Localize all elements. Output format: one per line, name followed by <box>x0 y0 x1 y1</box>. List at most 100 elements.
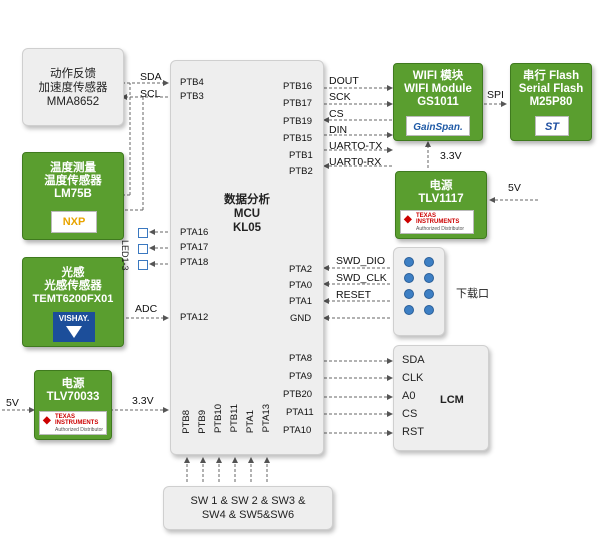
signal-dout: DOUT <box>329 75 359 87</box>
switches-block: SW 1 & SW 2 & SW3 & SW4 & SW5&SW6 <box>163 486 333 530</box>
light-line1: 光感 <box>61 267 85 279</box>
light-sensor-block: 光感 光感传感器 TEMT6200FX01 VISHAY. <box>22 257 124 347</box>
temp-line1: 温度测量 <box>50 162 96 174</box>
pin-pta9: PTA9 <box>289 371 313 382</box>
signal-scl: SCL <box>140 88 161 100</box>
pin-ptb11: PTB11 <box>229 404 240 433</box>
signal-din: DIN <box>329 124 348 136</box>
pin-dot <box>404 257 414 267</box>
mcu-title-line3: KL05 <box>232 222 262 234</box>
power-left-line1: 电源 <box>61 378 85 390</box>
pin-dot <box>404 273 414 283</box>
led-label: LED1-3 <box>120 240 130 271</box>
switches-line2: SW4 & SW5&SW6 <box>201 509 295 521</box>
signal-sda: SDA <box>140 71 162 83</box>
nxp-logo-icon: NXP <box>51 211 97 233</box>
wifi-line3: GS1011 <box>417 96 459 108</box>
pin-ptb4: PTB4 <box>180 77 204 88</box>
mcu-title-line2: MCU <box>233 208 261 220</box>
power-left-line2: TLV70033 <box>46 391 100 403</box>
st-logo-icon: ST <box>535 116 569 136</box>
power-tlv70033-block: 电源 TLV70033 ◆ TEXAS INSTRUMENTS Authoriz… <box>34 370 112 440</box>
pin-pta11: PTA11 <box>286 407 314 418</box>
vishay-logo-icon: VISHAY. <box>53 312 95 342</box>
accel-line1: 动作反馈 <box>50 68 96 80</box>
pin-ptb8: PTB8 <box>181 410 192 434</box>
signal-3v3-right: 3.3V <box>440 150 462 162</box>
download-port-label: 下载口 <box>456 288 489 300</box>
serial-flash-block: 串行 Flash Serial Flash M25P80 ST <box>510 63 592 141</box>
power-right-line1: 电源 <box>429 180 453 192</box>
power-right-line2: TLV1117 <box>418 193 464 205</box>
mcu-title-line1: 数据分析 <box>224 194 270 206</box>
flash-line2: Serial Flash <box>518 83 584 95</box>
accelerometer-block: 动作反馈 加速度传感器 MMA8652 <box>22 48 124 126</box>
pin-ptb15: PTB15 <box>283 133 313 144</box>
pin-dot <box>424 273 434 283</box>
switches-line1: SW 1 & SW 2 & SW3 & <box>190 495 306 507</box>
lcm-block: SDA CLK A0 CS RST LCM <box>393 345 489 451</box>
accel-line2: 加速度传感器 <box>38 82 108 94</box>
signal-uarto-tx: UARTO-TX <box>329 140 383 152</box>
pin-dot <box>424 257 434 267</box>
pin-pta17: PTA17 <box>180 242 209 253</box>
lcm-pin-rst: RST <box>402 426 424 438</box>
temperature-sensor-block: 温度测量 温度传感器 LM75B NXP <box>22 152 124 240</box>
pin-gnd: GND <box>290 313 312 324</box>
pin-ptb9: PTB9 <box>197 410 208 434</box>
wifi-line2: WIFI Module <box>404 83 472 95</box>
pin-dot <box>404 305 414 315</box>
lcm-pin-clk: CLK <box>402 372 424 384</box>
gainspan-logo-icon: GainSpan. <box>406 116 470 136</box>
signal-5v-left: 5V <box>6 397 19 409</box>
signal-swd-clk: SWD_CLK <box>336 272 387 284</box>
pin-pta18: PTA18 <box>180 257 209 268</box>
led-3 <box>138 260 148 270</box>
pin-ptb20: PTB20 <box>283 389 313 400</box>
download-port-block <box>393 247 445 336</box>
pin-pta0: PTA0 <box>289 280 313 291</box>
signal-swd-dio: SWD_DIO <box>336 255 386 267</box>
signal-reset: RESET <box>336 289 372 301</box>
power-tlv1117-block: 电源 TLV1117 ◆ TEXAS INSTRUMENTS Authorize… <box>395 171 487 239</box>
accel-line3: MMA8652 <box>46 96 100 108</box>
pin-dot <box>424 305 434 315</box>
signal-uart0-rx: UART0-RX <box>329 156 382 168</box>
pin-ptb16: PTB16 <box>283 81 313 92</box>
pin-pta2: PTA2 <box>289 264 313 275</box>
mcu-block: 数据分析 MCU KL05 <box>170 60 324 455</box>
signal-3v3-left: 3.3V <box>132 395 154 407</box>
flash-line1: 串行 Flash <box>522 70 580 82</box>
pin-pta1: PTA1 <box>289 296 313 307</box>
signal-adc: ADC <box>135 303 158 315</box>
lcm-title: LCM <box>440 394 464 406</box>
ti-logo-icon: ◆ TEXAS INSTRUMENTS Authorized Distribut… <box>39 411 107 435</box>
pin-pta12: PTA12 <box>180 312 209 323</box>
light-line2: 光感传感器 <box>44 280 102 292</box>
pin-ptb1: PTB1 <box>289 150 313 161</box>
lcm-pin-sda: SDA <box>402 354 425 366</box>
signal-sck: SCK <box>329 91 351 103</box>
ti-logo-icon: ◆ TEXAS INSTRUMENTS Authorized Distribut… <box>400 210 474 234</box>
pin-dot <box>424 289 434 299</box>
light-line3: TEMT6200FX01 <box>32 293 114 305</box>
temp-line2: 温度传感器 <box>44 175 102 187</box>
pin-ptb19: PTB19 <box>283 116 313 127</box>
flash-line3: M25P80 <box>529 96 573 108</box>
pin-pta13: PTA13 <box>261 404 272 433</box>
mcu-title: 数据分析 MCU KL05 <box>171 193 323 235</box>
lcm-pin-a0: A0 <box>402 390 416 402</box>
signal-spi: SPI <box>487 89 504 101</box>
signal-5v-right: 5V <box>508 182 521 194</box>
led-1 <box>138 228 148 238</box>
wifi-module-block: WIFI 模块 WIFI Module GS1011 GainSpan. <box>393 63 483 141</box>
pin-ptb10: PTB10 <box>213 404 224 434</box>
pin-pta16: PTA16 <box>180 227 209 238</box>
pin-pta1-bottom: PTA1 <box>245 410 256 434</box>
signal-cs: CS <box>329 108 344 120</box>
pin-ptb17: PTB17 <box>283 98 313 109</box>
lcm-pin-cs: CS <box>402 408 418 420</box>
pin-pta10: PTA10 <box>283 425 312 436</box>
temp-line3: LM75B <box>54 188 92 200</box>
